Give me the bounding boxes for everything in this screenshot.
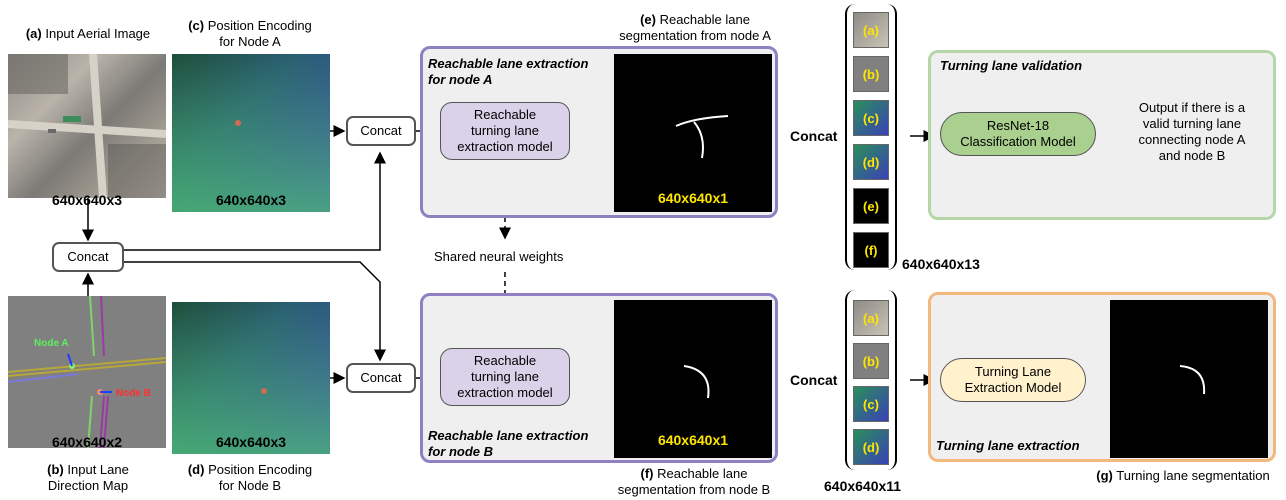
node-a-label: Node A <box>34 338 69 349</box>
caption-d: (d) Position Encoding for Node B <box>187 462 313 493</box>
caption-b: (b) Input Lane Direction Map <box>47 462 129 493</box>
caption-f: (f) Reachable lane segmentation from nod… <box>617 466 771 497</box>
dim-stack-bottom: 640x640x11 <box>824 478 902 494</box>
stack-thumb: (a) <box>853 12 889 48</box>
extraction-title: Turning lane extraction <box>936 438 1080 453</box>
dim-output-a: 640x640x1 <box>657 190 729 206</box>
caption-c: (c) Position Encoding for Node A <box>188 18 312 49</box>
stack-thumb: (e) <box>853 188 889 224</box>
stack-thumb: (f) <box>853 232 889 268</box>
stack-thumb: (b) <box>853 343 889 379</box>
stack-thumb: (d) <box>853 144 889 180</box>
node-b-label: Node B <box>116 388 151 399</box>
concat-label-top: Concat <box>790 128 838 144</box>
dim-c: 640x640x3 <box>215 192 287 208</box>
stack-thumb: (c) <box>853 100 889 136</box>
dim-output-b: 640x640x1 <box>657 432 729 448</box>
shared-weights-label: Shared neural weights <box>432 249 566 264</box>
output-b <box>614 300 772 458</box>
stack-thumb: (a) <box>853 300 889 336</box>
node-a-dot <box>235 120 241 126</box>
stack-thumb: (c) <box>853 386 889 422</box>
arrow-concat-to-bottom <box>123 261 386 362</box>
validation-title: Turning lane validation <box>940 58 1083 73</box>
concat-bottom: Concat <box>346 363 416 393</box>
stack-thumb: (d) <box>853 429 889 465</box>
position-encoding-b <box>172 302 330 454</box>
caption-a: (a) Input Aerial Image <box>25 26 151 41</box>
validation-output-text: Output if there is a valid turning lane … <box>1138 100 1246 163</box>
arrow-concat-to-top <box>123 151 386 251</box>
output-g <box>1110 300 1268 458</box>
lane-direction-map: Node A Node B <box>8 296 166 448</box>
output-a <box>614 54 772 212</box>
concat-top: Concat <box>346 116 416 146</box>
concat-left: Concat <box>52 242 124 272</box>
stack-bottom-bracket <box>845 290 897 470</box>
stack-top-bracket <box>845 4 897 270</box>
dim-b: 640x640x2 <box>51 434 123 450</box>
stack-thumb: (b) <box>853 56 889 92</box>
dim-d: 640x640x3 <box>215 434 287 450</box>
caption-g: (g) Turning lane segmentation <box>1096 468 1270 483</box>
dim-stack-top: 640x640x13 <box>902 256 980 272</box>
dim-a: 640x640x3 <box>51 192 123 208</box>
concat-label-bottom: Concat <box>790 372 838 388</box>
caption-e: (e) Reachable lane segmentation from nod… <box>619 12 771 43</box>
aerial-image <box>8 54 166 198</box>
node-b-dot <box>261 388 267 394</box>
position-encoding-a <box>172 54 330 212</box>
